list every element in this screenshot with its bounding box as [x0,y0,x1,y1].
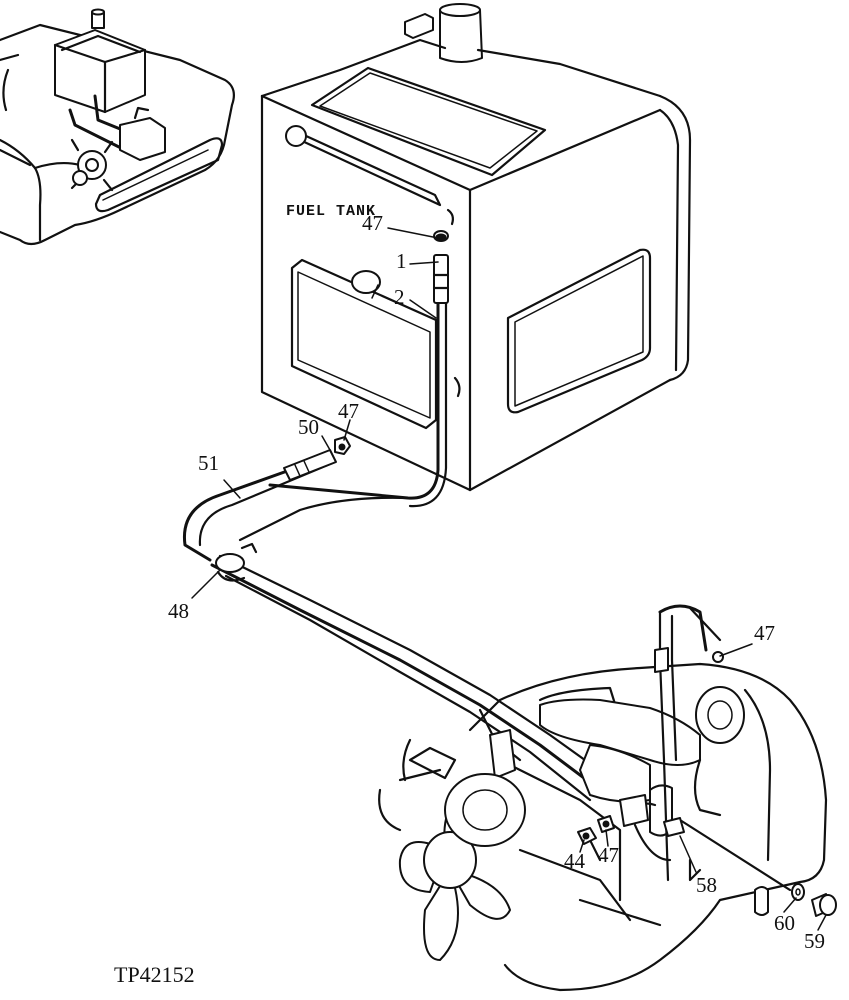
leader-lines [191,227,827,931]
fitting-47-low [597,815,615,833]
callout-47-low: 47 [598,843,619,867]
inset-machine-drawing [0,8,235,246]
figure-reference: TP42152 [114,962,195,987]
fitting-44 [577,827,597,845]
callout-51: 51 [198,451,219,475]
clamp-48 [215,542,258,582]
callout-50: 50 [298,415,319,439]
engine-assembly [378,604,828,992]
callout-59: 59 [804,929,825,953]
callout-47-right: 47 [754,621,775,645]
callout-2: 2 [394,285,405,309]
fitting-58 [663,817,685,837]
fuel-tank-label: FUEL TANK [286,203,376,220]
callout-44: 44 [564,849,586,873]
callout-58: 58 [696,873,717,897]
fitting-47-top [435,233,447,241]
callout-47-mid: 47 [338,399,359,423]
bolt-59 [811,893,837,917]
callout-60: 60 [774,911,795,935]
fitting-47-right [712,651,724,663]
fuel-tank [260,3,692,492]
fitting-47-mid [334,436,351,455]
washer-60 [791,883,805,901]
fuel-hoses [182,449,612,802]
engine-fan [378,738,526,961]
callout-1: 1 [396,249,407,273]
callout-48: 48 [168,599,189,623]
callout-47-top: 47 [362,211,383,235]
